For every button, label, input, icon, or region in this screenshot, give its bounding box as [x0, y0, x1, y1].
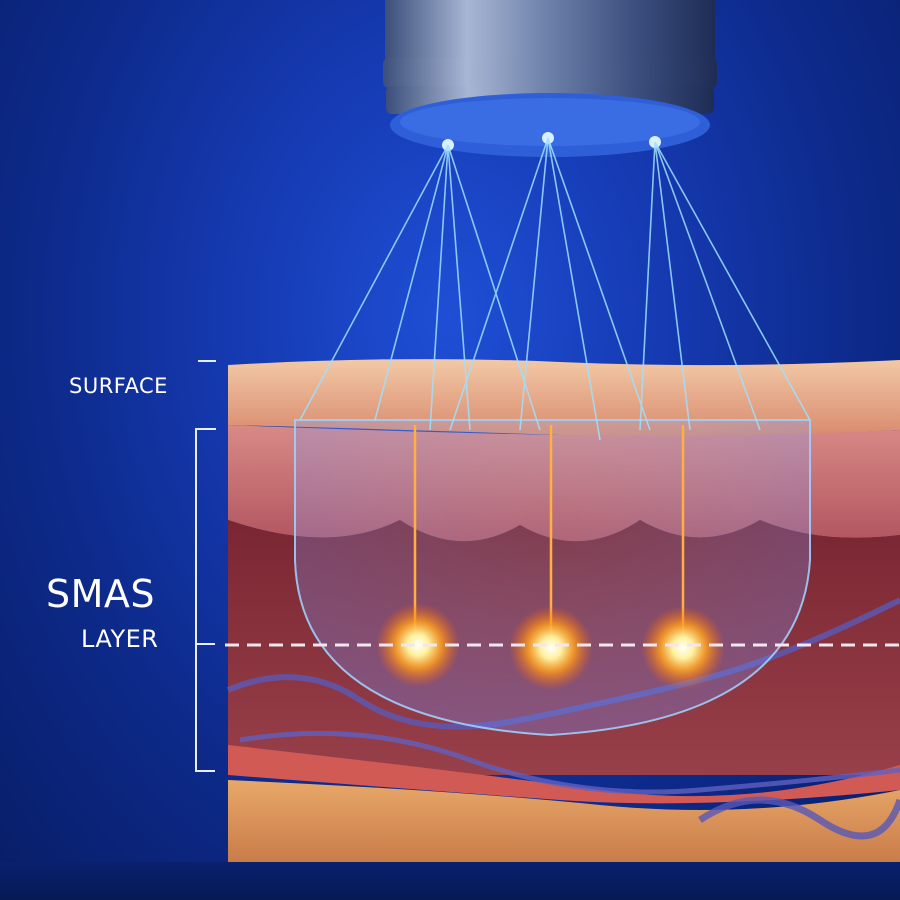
surface-tick-top [198, 360, 216, 362]
smas-mid-tick [197, 643, 215, 645]
ultrasound-beams [299, 137, 811, 441]
focal-point-2 [509, 606, 593, 690]
layer-label: LAYER [81, 625, 159, 653]
focal-point-1 [376, 603, 460, 687]
focal-point-3 [641, 606, 725, 690]
smas-label: SMAS [46, 572, 156, 616]
bottom-band [0, 862, 900, 900]
surface-label: SURFACE [69, 374, 168, 398]
transducer-device [383, 0, 717, 157]
smas-bracket [195, 428, 215, 772]
